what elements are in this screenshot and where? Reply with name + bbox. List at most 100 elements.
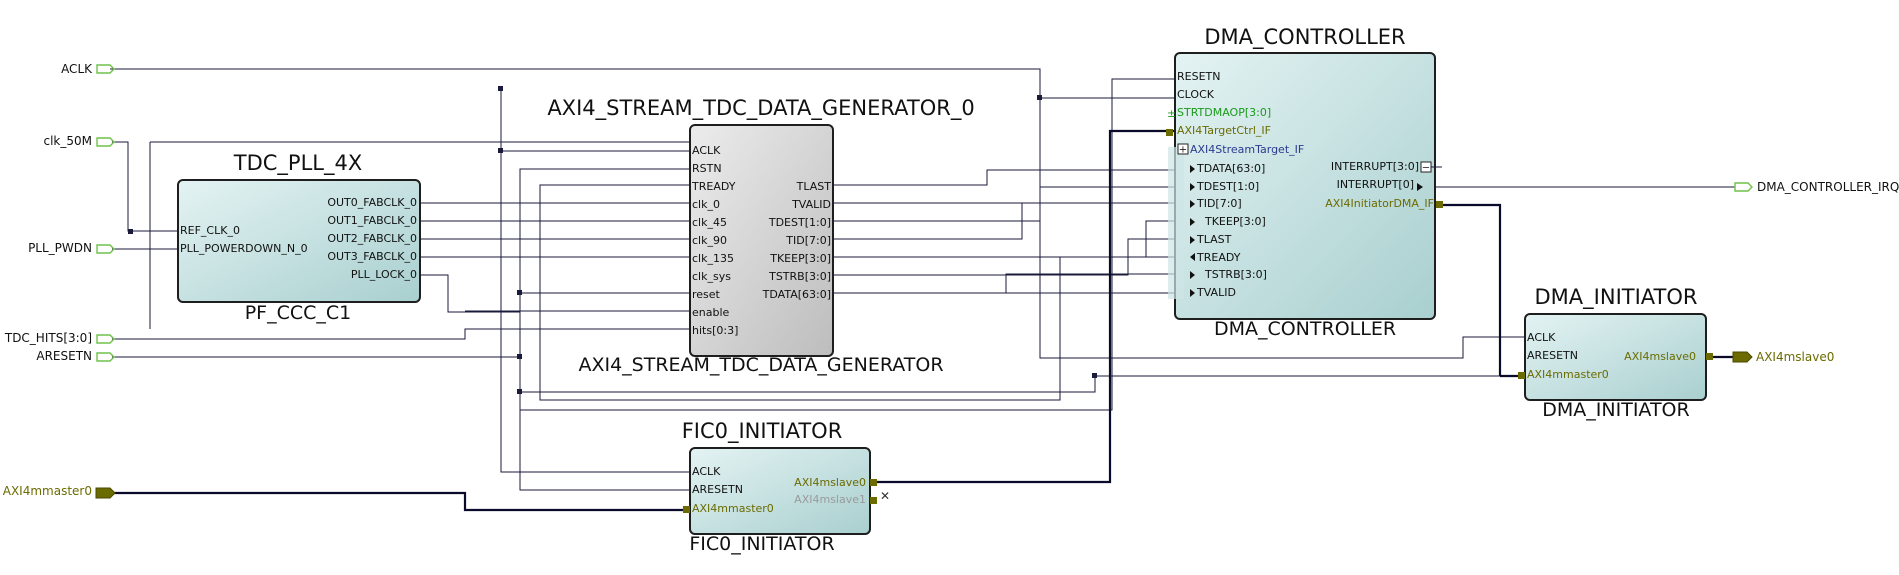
dma-pin: RESETN xyxy=(1177,70,1220,83)
block-dma-initiator[interactable]: DMA_INITIATOR ACLK ARESETN AXI4mmaster0 … xyxy=(1518,285,1713,421)
bus-pin-icon xyxy=(870,479,877,486)
gen-pin: TSTRB[3:0] xyxy=(768,270,831,283)
wire-pll-lock xyxy=(420,274,690,313)
port-aresetn[interactable]: ARESETN xyxy=(36,349,115,363)
dma-pin: AXI4TargetCtrl_IF xyxy=(1177,124,1271,137)
port-axi4mslave0[interactable]: AXI4mslave0 xyxy=(1708,350,1834,364)
collapse-minus-icon: − xyxy=(1422,163,1430,174)
bus-pin-icon xyxy=(1706,353,1713,360)
arrow-in-icon xyxy=(1190,236,1195,244)
gen-pin: RSTN xyxy=(692,162,722,175)
init-pin: AXI4mslave0 xyxy=(1624,350,1696,363)
pll-pin: OUT2_FABCLK_0 xyxy=(327,232,417,245)
port-pll-pwdn-label: PLL_PWDN xyxy=(28,241,92,255)
port-axi4mmaster0-label: AXI4mmaster0 xyxy=(3,484,92,498)
dma-pin: INTERRUPT[0] xyxy=(1337,178,1414,191)
port-in-icon xyxy=(96,137,115,147)
bus-port-icon xyxy=(1732,351,1753,363)
dma-module-name: DMA_CONTROLLER xyxy=(1214,318,1396,340)
dma-pin: AXI4InitiatorDMA_IF xyxy=(1325,197,1434,210)
port-tdc-hits-label: TDC_HITS[3:0] xyxy=(4,331,92,345)
port-aclk-label: ACLK xyxy=(61,62,93,76)
init-module-name: DMA_INITIATOR xyxy=(1542,399,1689,421)
wire-aresetn-init xyxy=(520,375,1525,393)
top-ports: ACLK clk_50M PLL_PWDN TDC_HITS[3:0] ARES… xyxy=(3,62,1899,499)
bus-fic-master xyxy=(105,491,690,512)
bus-pin-icon xyxy=(1518,372,1525,379)
gen-pin: clk_90 xyxy=(692,234,727,247)
block-data-generator[interactable]: AXI4_STREAM_TDC_DATA_GENERATOR_0 ACLK RS… xyxy=(547,96,974,376)
block-tdc-pll[interactable]: TDC_PLL_4X REF_CLK_0 PLL_POWERDOWN_N_0 O… xyxy=(177,151,421,324)
junction xyxy=(498,148,503,153)
gen-pin: enable xyxy=(692,306,730,319)
pll-pin: OUT3_FABCLK_0 xyxy=(327,250,417,263)
gen-pin: TKEEP[3:0] xyxy=(769,252,831,265)
port-in-icon xyxy=(96,64,115,74)
port-in-icon xyxy=(96,334,115,344)
wire-aclk-dma-init xyxy=(1039,98,1525,359)
wire-tdest xyxy=(833,186,1190,222)
fic-pin: ARESETN xyxy=(692,483,743,496)
dma-pin: INTERRUPT[3:0] xyxy=(1331,160,1419,173)
dma-pin: TDEST[1:0] xyxy=(1196,180,1259,193)
expand-icon[interactable] xyxy=(1177,143,1189,155)
dma-pin: TLAST xyxy=(1196,233,1232,246)
fic-pin: AXI4mslave1 xyxy=(794,493,866,506)
port-in-icon xyxy=(96,244,115,254)
arrow-in-icon xyxy=(1190,289,1195,297)
gen-pin: TVALID xyxy=(791,198,831,211)
wire-tlast xyxy=(833,169,1180,186)
junction xyxy=(498,86,503,91)
bus-port-icon xyxy=(95,487,116,499)
pll-body xyxy=(177,179,421,303)
gen-pin: TREADY xyxy=(691,180,736,193)
bus-pin-icon xyxy=(1166,129,1173,136)
port-pll-pwdn[interactable]: PLL_PWDN xyxy=(28,241,115,255)
gen-pin: clk_135 xyxy=(692,252,734,265)
init-pin: ACLK xyxy=(1527,331,1556,344)
block-fic0-initiator[interactable]: FIC0_INITIATOR ACLK ARESETN AXI4mmaster0… xyxy=(682,419,890,555)
gen-pin: TID[7:0] xyxy=(785,234,831,247)
port-tdc-hits[interactable]: TDC_HITS[3:0] xyxy=(4,331,115,345)
gen-pin: clk_0 xyxy=(692,198,720,211)
dma-pin: TREADY xyxy=(1196,251,1241,264)
port-axi4mmaster0[interactable]: AXI4mmaster0 xyxy=(3,484,116,499)
port-aclk[interactable]: ACLK xyxy=(61,62,115,76)
fic-pin: AXI4mmaster0 xyxy=(692,502,774,515)
wire-tid xyxy=(833,202,1190,240)
wires xyxy=(105,68,1735,512)
pll-pin: OUT0_FABCLK_0 xyxy=(327,196,417,209)
arrow-in-icon xyxy=(1190,165,1195,173)
port-dma-irq[interactable]: DMA_CONTROLLER_IRQ xyxy=(1734,180,1899,194)
unconnected-x-icon: ✕ xyxy=(880,489,890,503)
arrow-in-icon xyxy=(1190,200,1195,208)
wire-aclk xyxy=(110,68,1070,99)
wire-reset xyxy=(519,78,1175,411)
wire-tdata xyxy=(833,273,1190,294)
wire-aresetn xyxy=(112,168,690,358)
fic-body xyxy=(689,447,871,535)
block-dma-controller[interactable]: DMA_CONTROLLER RESETN CLOCK ± STRTDMAOP[… xyxy=(1166,25,1443,340)
fic-pin: AXI4mslave0 xyxy=(794,476,866,489)
pll-pin: PLL_LOCK_0 xyxy=(351,268,417,281)
dma-pin: STRTDMAOP[3:0] xyxy=(1177,106,1271,119)
wire-tready xyxy=(539,184,1190,401)
gen-pin: TDATA[63:0] xyxy=(762,288,831,301)
stream-bundle-marker xyxy=(1168,147,1184,299)
arrow-in-icon xyxy=(1190,218,1195,226)
bus-pin-icon xyxy=(870,497,877,504)
arrow-out-icon xyxy=(1190,253,1195,261)
junction xyxy=(128,229,133,234)
arrow-out-icon xyxy=(1417,183,1423,191)
dma-pin: TVALID xyxy=(1196,286,1236,299)
gen-body xyxy=(689,124,834,357)
wire-aresetn-fic xyxy=(519,357,690,491)
port-aresetn-label: ARESETN xyxy=(36,349,92,363)
fic-instance-name: FIC0_INITIATOR xyxy=(682,419,843,444)
port-clk-50m[interactable]: clk_50M xyxy=(43,134,115,148)
junction xyxy=(1092,373,1097,378)
gen-pin: reset xyxy=(692,288,721,301)
pll-pin: PLL_POWERDOWN_N_0 xyxy=(180,242,308,255)
bus-pin-icon xyxy=(1436,201,1443,208)
